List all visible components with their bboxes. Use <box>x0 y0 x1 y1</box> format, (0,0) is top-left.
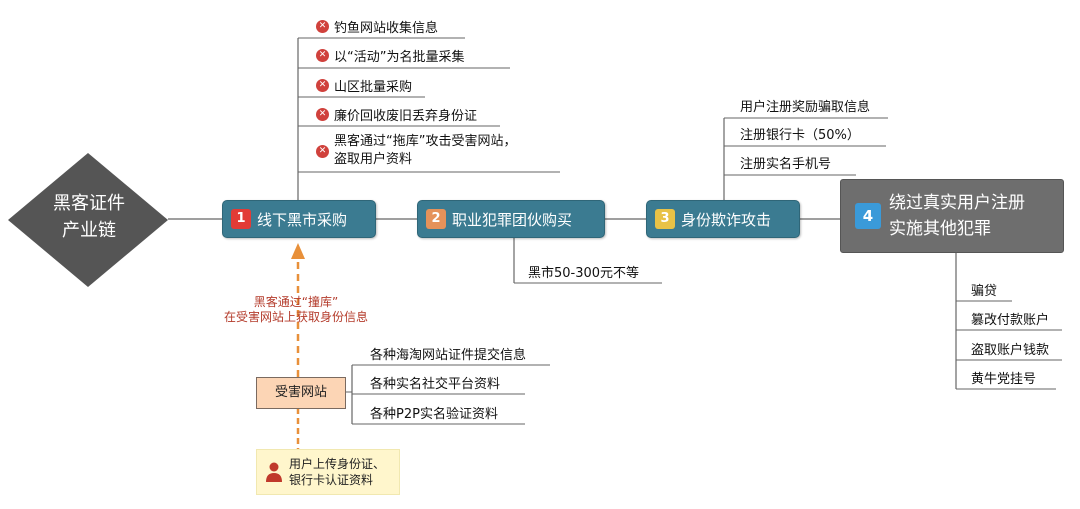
step-label: 身份欺诈攻击 <box>681 210 772 229</box>
step-number-4: 4 <box>855 203 881 229</box>
step-4-bypass-real-user[interactable]: 4 绕过真实用户注册 实施其他犯罪 <box>840 179 1064 253</box>
step4-item: 黄牛党挂号 <box>971 372 1037 387</box>
victim-item: 各种海淘网站证件提交信息 <box>370 348 527 363</box>
step-2-criminal-gang-purchase[interactable]: 2 职业犯罪团伙购买 <box>417 200 605 238</box>
step-1-offline-black-market[interactable]: 1 线下黑市采购 <box>222 200 376 238</box>
step4-item: 骗贷 <box>971 284 998 299</box>
step4-item: 盗取账户钱款 <box>971 343 1050 358</box>
root-label: 黑客证件 产业链 <box>53 193 125 241</box>
source-item-mountain: ✕ 山区批量采购 <box>316 76 412 95</box>
step3-item: 注册银行卡（50%） <box>740 128 860 143</box>
price-note: 黑市50-300元不等 <box>528 266 640 281</box>
source-item-drag-library: ✕ 黑客通过“拖库”攻击受害网站， 盗取用户资料 <box>316 133 516 169</box>
source-item-activity: ✕ 以“活动”为名批量采集 <box>316 46 464 65</box>
x-circle-icon: ✕ <box>316 20 329 33</box>
victim-item: 各种实名社交平台资料 <box>370 377 501 392</box>
source-item-recycle: ✕ 廉价回收废旧丢弃身份证 <box>316 105 477 124</box>
step4-item: 篡改付款账户 <box>971 313 1050 328</box>
user-upload-box: 用户上传身份证、 银行卡认证资料 <box>256 449 400 495</box>
victim-website-box[interactable]: 受害网站 <box>256 377 346 409</box>
x-circle-icon: ✕ <box>316 49 329 62</box>
step3-item: 用户注册奖励骗取信息 <box>740 100 871 115</box>
source-item-phishing: ✕ 钓鱼网站收集信息 <box>316 17 438 36</box>
credential-stuffing-annotation: 黑客通过“撞库” 在受害网站上获取身份信息 <box>223 295 368 324</box>
step-label: 绕过真实用户注册 实施其他犯罪 <box>889 193 1025 239</box>
x-circle-icon: ✕ <box>316 79 329 92</box>
x-circle-icon: ✕ <box>316 108 329 121</box>
step-label: 线下黑市采购 <box>257 210 348 229</box>
user-icon <box>265 461 283 483</box>
root-diamond <box>8 153 168 287</box>
step-label: 职业犯罪团伙购买 <box>452 210 573 229</box>
step-number-1: 1 <box>231 209 251 229</box>
x-circle-icon: ✕ <box>316 144 329 158</box>
step-3-identity-fraud[interactable]: 3 身份欺诈攻击 <box>646 200 800 238</box>
step-number-2: 2 <box>426 209 446 229</box>
victim-item: 各种P2P实名验证资料 <box>370 407 498 422</box>
step3-item: 注册实名手机号 <box>740 157 832 172</box>
step-number-3: 3 <box>655 209 675 229</box>
